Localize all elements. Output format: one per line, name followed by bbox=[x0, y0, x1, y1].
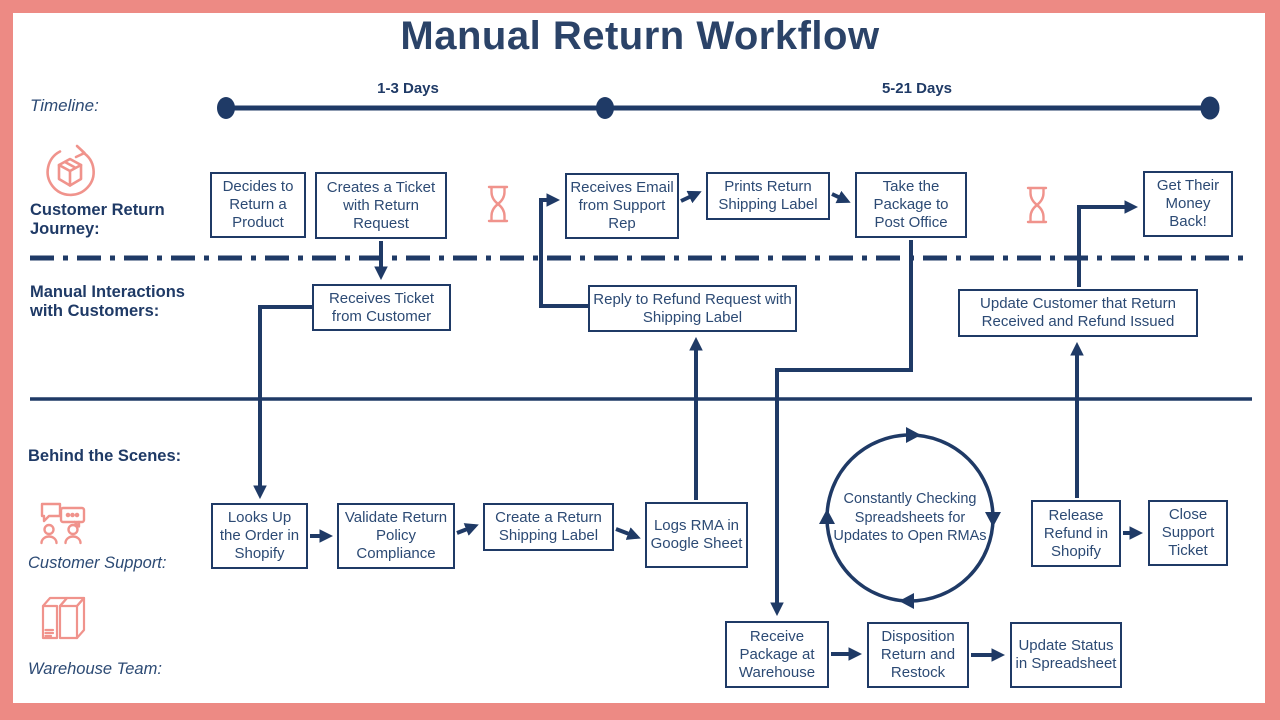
node-validate-policy: Validate Return Policy Compliance bbox=[337, 503, 455, 569]
lane-label-customer-journey: Customer Return Journey: bbox=[30, 201, 165, 239]
lane-label-customer-support: Customer Support: bbox=[28, 554, 167, 572]
node-looks-up-order: Looks Up the Order in Shopify bbox=[211, 503, 308, 569]
warehouse-boxes-icon bbox=[41, 596, 86, 640]
lane-label-warehouse-team: Warehouse Team: bbox=[28, 660, 162, 678]
node-receive-package: Receive Package at Warehouse bbox=[725, 621, 829, 688]
node-receives-ticket: Receives Ticket from Customer bbox=[312, 284, 451, 331]
return-package-icon bbox=[46, 144, 95, 197]
node-prints-label: Prints Return Shipping Label bbox=[706, 172, 830, 220]
node-get-money-back: Get Their Money Back! bbox=[1143, 171, 1233, 237]
loop-cycle bbox=[819, 427, 1001, 609]
timeline-line bbox=[217, 96, 1220, 120]
node-reply-refund: Reply to Refund Request with Shipping La… bbox=[588, 285, 797, 332]
flow-arrows bbox=[253, 190, 1144, 662]
timeline-duration-1: 1-3 Days bbox=[377, 80, 439, 97]
hourglass-icon-1 bbox=[487, 185, 509, 223]
diagram-background bbox=[13, 13, 1265, 703]
page-title: Manual Return Workflow bbox=[400, 14, 880, 58]
node-decides-to-return: Decides to Return a Product bbox=[210, 172, 306, 238]
node-update-status: Update Status in Spreadsheet bbox=[1010, 622, 1122, 688]
loop-circle-label: Constantly Checking Spreadsheets for Upd… bbox=[833, 490, 987, 545]
support-chat-icon bbox=[40, 502, 86, 545]
node-disposition-restock: Disposition Return and Restock bbox=[867, 622, 969, 688]
node-create-shipping-label: Create a Return Shipping Label bbox=[483, 503, 614, 551]
timeline-duration-2: 5-21 Days bbox=[881, 80, 953, 97]
node-creates-ticket: Creates a Ticket with Return Request bbox=[315, 172, 447, 239]
node-release-refund: Release Refund in Shopify bbox=[1031, 500, 1121, 567]
node-receives-email: Receives Email from Support Rep bbox=[565, 173, 679, 239]
lane-label-behind-scenes: Behind the Scenes: bbox=[28, 447, 182, 465]
hourglass-icon-2 bbox=[1026, 186, 1048, 224]
node-take-package: Take the Package to Post Office bbox=[855, 172, 967, 238]
timeline-label: Timeline: bbox=[30, 96, 99, 115]
node-update-customer: Update Customer that Return Received and… bbox=[958, 289, 1198, 337]
lane-label-manual-interactions: Manual Interactions with Customers: bbox=[30, 283, 185, 321]
node-close-ticket: Close Support Ticket bbox=[1148, 500, 1228, 566]
node-logs-rma: Logs RMA in Google Sheet bbox=[645, 502, 748, 568]
